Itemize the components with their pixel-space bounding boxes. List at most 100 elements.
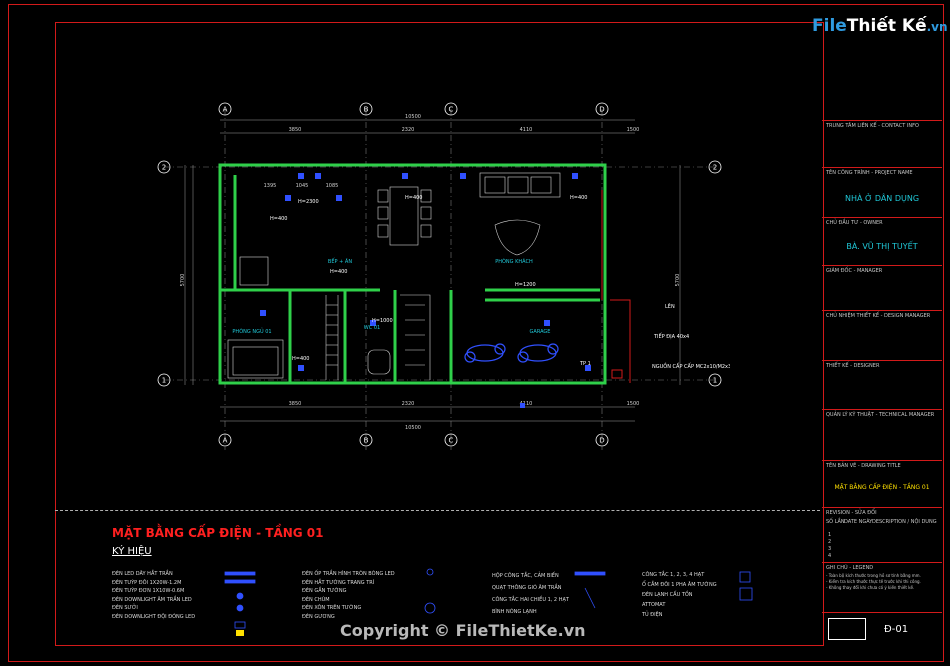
- height-3: H=400: [405, 195, 423, 201]
- grid-1-left: 1: [162, 377, 166, 385]
- legend-item: QUẠT THÔNG GIÓ ÂM TRẦN: [492, 585, 562, 591]
- height-6: H=1200: [515, 282, 536, 288]
- note-stair: LÊN: [665, 302, 675, 310]
- tb-project-label: TÊN CÔNG TRÌNH - PROJECT NAME: [826, 170, 913, 176]
- legend-item: ĐÈN TUÝP ĐÔI 1X20W-1.2M: [112, 579, 182, 586]
- legend-item: ĐÈN LẠNH CẤU TỒN: [642, 592, 693, 598]
- tb-owner-name: BÀ. VŨ THỊ TUYẾT: [846, 242, 918, 251]
- legend-item: ĐÈN GẮN TƯỜNG: [302, 588, 347, 594]
- tb-drawing-label: TÊN BẢN VẼ - DRAWING TITLE: [826, 463, 901, 469]
- dim-bottom-4: 1500: [627, 401, 640, 407]
- dim-bottom-2: 2320: [402, 401, 415, 407]
- dim-kitchen-3: 1085: [326, 183, 339, 189]
- legend-column-3: HỘP CÔNG TẮC, CẢM BIẾN QUẠT THÔNG GIÓ ÂM…: [492, 570, 569, 618]
- grid-c-bottom: C: [449, 437, 454, 445]
- title-block: TRUNG TÂM LIÊN KẾ - CONTACT INFO TÊN CÔN…: [822, 22, 942, 644]
- dim-top-3: 4110: [520, 127, 533, 133]
- grid-d-top: D: [599, 106, 604, 114]
- note-tp: TP 1: [579, 361, 591, 367]
- tb-rev-col-2: DATE NGÀY: [844, 519, 873, 525]
- tb-company-label: TRUNG TÂM LIÊN KẾ - CONTACT INFO: [826, 123, 919, 129]
- dim-kitchen-2: 1045: [296, 183, 309, 189]
- legend-symbols: [224, 568, 753, 636]
- drawing-border: [55, 22, 824, 646]
- grid-a-top: A: [223, 106, 228, 114]
- tb-rev-col-1: SỐ LẦN: [826, 519, 845, 525]
- tb-director-label: GIÁM ĐỐC - MANAGER: [826, 268, 883, 274]
- height-8: H=1000: [372, 318, 393, 324]
- legend-item: ATTOMAT: [642, 602, 666, 608]
- grid-c-top: C: [449, 106, 454, 114]
- floor-plan: A B C D A B C D 2 1 2 1 10500 3850 2320 …: [157, 102, 730, 450]
- tb-note-2: - Kiểm tra kích thước thực tế trước khi …: [826, 579, 921, 584]
- grid-a-bottom: A: [223, 437, 228, 445]
- legend-item: ĐÈN DOWNLIGHT ÂM TRẦN LED: [112, 596, 192, 603]
- legend-item: ĐÈN SƯỞI: [112, 605, 138, 611]
- legend-item: ĐÈN XÔN TRÊN TƯỜNG: [302, 605, 362, 611]
- copyright-watermark: Copyright © FileThietKe.vn: [340, 621, 586, 640]
- room-living: PHÒNG KHÁCH: [495, 258, 533, 265]
- dim-left-total: 5700: [180, 274, 186, 287]
- legend-item: ĐÈN LED DÂY HẮT TRẦN: [112, 571, 173, 577]
- tb-rev-row-3: 3: [828, 546, 832, 552]
- tb-checker-label: QUẢN LÝ KỸ THUẬT - TECHNICAL MANAGER: [826, 412, 935, 418]
- note-power: NGUỒN CẤP CẤP MC2x10/M2x3: [652, 361, 730, 370]
- legend-title: MẶT BẰNG CẤP ĐIỆN - TẦNG 01: [112, 526, 324, 540]
- dim-top-2: 2320: [402, 127, 415, 133]
- dim-top-1: 3850: [289, 127, 302, 133]
- tb-note-3: - Không thay đổi khi chưa có ý kiến thiế…: [826, 585, 915, 590]
- legend-item: Ổ CẮM ĐÔI 1 PHA ÂM TƯỜNG: [642, 582, 717, 588]
- grid-d-bottom: D: [599, 437, 604, 445]
- grid-b-bottom: B: [364, 437, 369, 445]
- grid-2-right: 2: [713, 164, 717, 172]
- tb-project-name: NHÀ Ở DÂN DỤNG: [844, 194, 920, 203]
- dim-top-4: 1500: [627, 127, 640, 133]
- legend-column-1: ĐÈN LED DÂY HẮT TRẦN ĐÈN TUÝP ĐÔI 1X20W-…: [112, 570, 195, 621]
- height-7: H=400: [292, 356, 310, 362]
- tb-revision-label: REVISION - SỬA ĐỔI: [826, 510, 877, 516]
- dim-right-total: 5700: [675, 274, 681, 287]
- legend-panel: [55, 510, 820, 645]
- note-ground: TIẾP ĐỊA 40x4: [653, 332, 689, 340]
- legend-column-2: ĐÈN ỐP TRẦN HÌNH TRÒN BÓNG LED ĐÈN HẮT T…: [302, 570, 395, 621]
- legend-item: ĐÈN CHÙM: [302, 596, 330, 603]
- tb-stamp: [828, 618, 866, 640]
- tb-owner-label: CHỦ ĐẦU TƯ - OWNER: [826, 220, 883, 226]
- legend-item: ĐÈN HẮT TƯỜNG TRANG TRÍ: [302, 579, 375, 586]
- tb-rev-col-3: DESCRIPTION / NỘI DUNG: [872, 519, 937, 525]
- legend-item: CÔNG TẮC 1, 2, 3, 4 HẠT: [642, 572, 705, 578]
- tb-sheet-no: Đ-01: [884, 624, 909, 635]
- tb-drawing-title: MẶT BẰNG CẤP ĐIỆN - TẦNG 01: [834, 484, 930, 491]
- height-2: H=2300: [298, 199, 319, 205]
- room-bedroom: PHÒNG NGỦ 01: [232, 327, 271, 335]
- legend-item: ĐÈN ỐP TRẦN HÌNH TRÒN BÓNG LED: [302, 571, 395, 577]
- dim-bottom-total: 10500: [405, 425, 421, 431]
- legend-item: BÌNH NÓNG LẠNH: [492, 609, 537, 615]
- legend-item: TỦ ĐIỆN: [642, 612, 663, 618]
- legend-subtitle: KÝ HIỆU: [112, 546, 152, 557]
- legend-column-4: CÔNG TẮC 1, 2, 3, 4 HẠT Ổ CẮM ĐÔI 1 PHA …: [642, 570, 717, 620]
- height-5: H=400: [330, 269, 348, 275]
- grid-b-top: B: [364, 106, 369, 114]
- room-wc: WC 01: [364, 325, 380, 331]
- grid-1-right: 1: [713, 377, 717, 385]
- sheet-frame: [8, 4, 944, 662]
- room-garage: GARAGE: [530, 329, 551, 335]
- dim-bottom-3: 4110: [520, 401, 533, 407]
- grid-2-left: 2: [162, 164, 166, 172]
- tb-note-1: - Toàn bộ kích thước trong hồ sơ tính bằ…: [826, 573, 921, 578]
- tb-leader-label: CHỦ NHIỆM THIẾT KẾ - DESIGN MANAGER: [826, 313, 931, 319]
- dim-kitchen-1: 1395: [264, 183, 277, 189]
- tb-rev-row-2: 2: [828, 539, 832, 545]
- height-4: H=400: [570, 195, 588, 201]
- legend-item: HỘP CÔNG TẮC, CẢM BIẾN: [492, 573, 559, 579]
- brand-logo: FileThiết Kế.vn: [812, 16, 948, 36]
- tb-designer-label: THIẾT KẾ - DESIGNER: [826, 363, 880, 369]
- room-kitchen: BẾP + ĂN: [328, 257, 352, 265]
- height-1: H=400: [270, 216, 288, 222]
- legend-item: ĐÈN DOWNLIGHT ĐỘI ĐÓNG LED: [112, 613, 196, 620]
- tb-rev-row-4: 4: [828, 553, 832, 559]
- dim-bottom-1: 3850: [289, 401, 302, 407]
- tb-rev-row-1: 1: [828, 532, 832, 538]
- legend-item: ĐÈN TUÝP ĐƠN 1X10W-0.6M: [112, 588, 185, 594]
